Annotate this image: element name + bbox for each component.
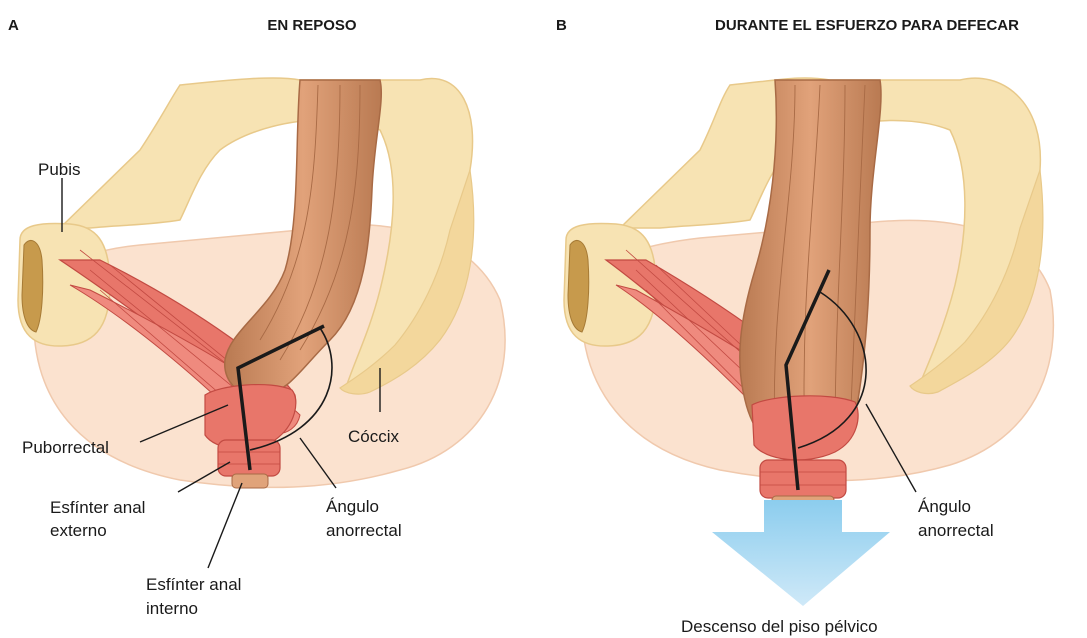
esfinter-interno-leader bbox=[208, 483, 242, 568]
pubis-marrow-a bbox=[22, 240, 43, 332]
label-esfinter-externo-1: Esfínter anal bbox=[50, 498, 145, 517]
label-angulo-b-2: anorrectal bbox=[918, 521, 994, 540]
label-esfinter-externo-2: externo bbox=[50, 521, 107, 540]
label-coccix: Cóccix bbox=[348, 427, 400, 446]
panel-a: A EN REPOSO bbox=[8, 17, 505, 618]
panel-a-title: EN REPOSO bbox=[267, 17, 357, 34]
panel-b-letter: B bbox=[556, 17, 567, 34]
label-puborrectal: Puborrectal bbox=[22, 438, 109, 457]
label-angulo-a-1: Ángulo bbox=[326, 497, 379, 516]
label-angulo-b-1: Ángulo bbox=[918, 497, 971, 516]
label-angulo-a-2: anorrectal bbox=[326, 521, 402, 540]
panel-b-title: DURANTE EL ESFUERZO PARA DEFECAR bbox=[715, 17, 1019, 34]
pubis-marrow-b bbox=[568, 240, 589, 332]
label-esfinter-interno-1: Esfínter anal bbox=[146, 575, 241, 594]
panel-a-letter: A bbox=[8, 17, 19, 34]
pelvic-floor-descent-arrow bbox=[712, 500, 890, 606]
internal-anal-sphincter-a bbox=[232, 474, 268, 488]
label-esfinter-interno-2: interno bbox=[146, 599, 198, 618]
panel-b: B DURANTE EL ESFUERZO PARA DEFECAR bbox=[556, 17, 1053, 636]
label-pubis: Pubis bbox=[38, 160, 81, 179]
external-anal-sphincter-b bbox=[760, 460, 846, 498]
label-descenso: Descenso del piso pélvico bbox=[681, 617, 878, 636]
